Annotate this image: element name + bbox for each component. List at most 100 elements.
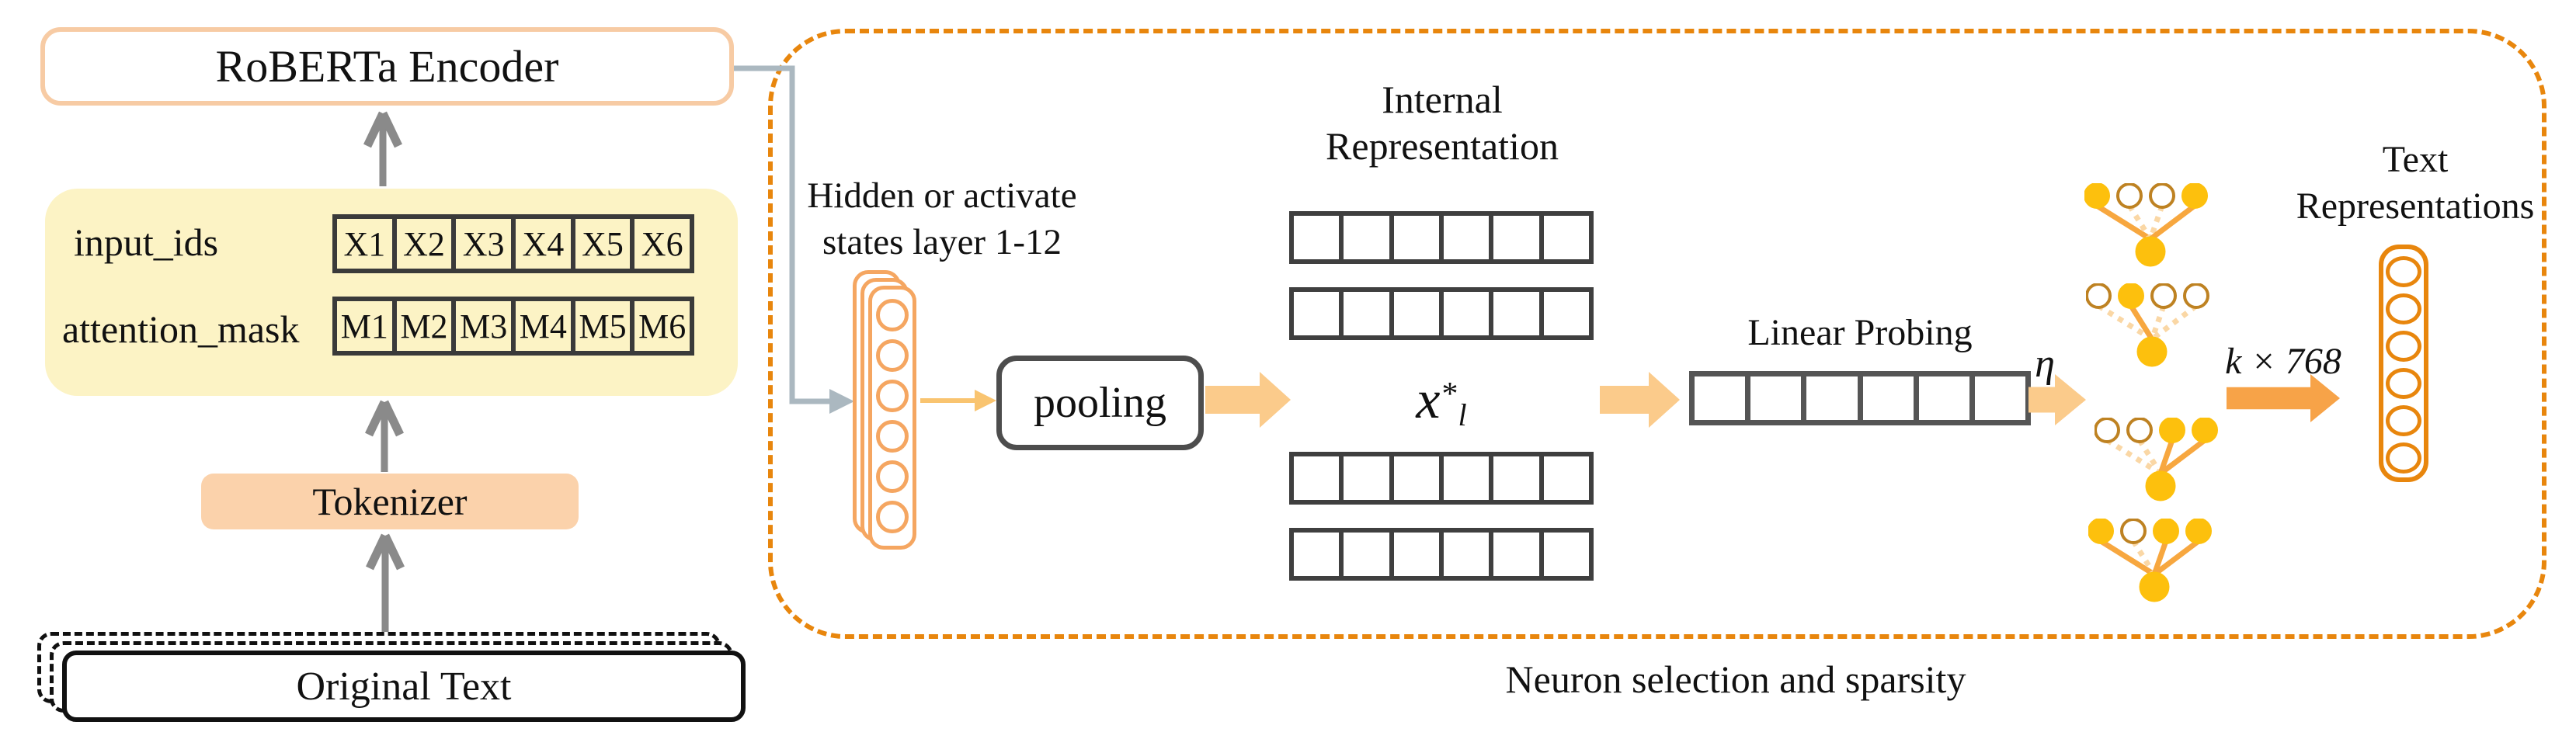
vector-cell [1538,452,1594,505]
hidden-states-label-line1: Hidden or activate [807,175,1077,216]
attention-mask-label: attention_mask [62,307,300,351]
vector-cell [1913,371,1975,425]
hidden-state-neuron [876,460,909,493]
vector-cell [1339,452,1394,505]
selected-neuron [2181,182,2208,209]
output-neuron [2135,236,2166,267]
unselected-neuron [2149,182,2175,209]
vector-cell [1289,211,1344,264]
vector-cell [1438,528,1494,581]
neuron-selection-panel [768,29,2546,639]
selected-vector-base: x [1416,370,1441,430]
tokenizer-label: Tokenizer [312,480,468,523]
unselected-neuron [2085,283,2112,309]
input-ids-label: input_ids [74,220,219,264]
selected-neuron [2159,417,2185,443]
k768-label: k × 768 [2225,340,2341,382]
elbow-connector [734,65,854,414]
neuron-motif [2094,417,2227,508]
vector-cell: M6 [630,297,695,356]
selected-neuron [2088,518,2114,544]
vector-cell [1339,528,1394,581]
neuron-motif-graphic [2085,283,2209,367]
linear-probing-label: Linear Probing [1747,311,1973,353]
internal-representation-row [1289,528,1594,581]
selected-neuron [2118,283,2144,309]
vector-cell: M5 [570,297,635,356]
text-representations-title: Text Representations [2287,137,2543,230]
internal-representation-row [1289,452,1594,505]
roberta-encoder-box: RoBERTa Encoder [40,27,734,106]
vector-cell [1339,211,1394,264]
selected-neuron [2084,182,2110,209]
vector-cell: M3 [451,297,516,356]
vector-cell [1389,287,1444,340]
text-representation-neuron [2386,405,2421,436]
selected-neuron [2153,518,2179,544]
output-neuron [2145,470,2176,501]
vector-cell [1489,211,1544,264]
vector-cell [1801,371,1863,425]
vector-cell [1389,211,1444,264]
vector-cell [1538,211,1594,264]
text-representation-neuron [2386,442,2421,474]
vector-cell [1289,287,1344,340]
vector-cell: X3 [451,214,516,273]
vector-cell: M2 [391,297,457,356]
text-representation-neuron [2386,331,2421,362]
unselected-neuron [2116,182,2143,209]
vector-cell: M1 [332,297,397,356]
selected-vector-sup: * [1441,376,1458,412]
vector-cell: X4 [511,214,575,273]
vector-cell [1489,528,1544,581]
unselected-neuron [2183,283,2209,309]
vector-cell [1438,452,1494,505]
neuron-motif-graphic [2084,182,2208,267]
vector-cell [1489,287,1544,340]
linear-probing-row [1689,371,2032,425]
hidden-stack-layer-front [868,286,916,550]
tokenizer-box: Tokenizer [201,474,579,529]
vector-cell [1389,528,1444,581]
neuron-motif [2085,283,2218,373]
roberta-encoder-label: RoBERTa Encoder [215,41,559,92]
output-neuron [2139,571,2170,602]
selected-vector-sub: l [1458,397,1467,432]
vector-cell: X6 [630,214,695,273]
hidden-state-neuron [876,380,909,412]
unselected-neuron [2094,417,2120,443]
neuron-motif [2084,182,2216,273]
hidden-state-neuron [876,339,909,372]
internal-representation-row [1289,287,1594,340]
vector-cell [1969,371,2032,425]
vector-cell [1489,452,1544,505]
unselected-neuron [2120,518,2147,544]
text-representations-title-line1: Text [2382,139,2449,180]
up-arrow-icon [365,400,404,472]
output-neuron [2136,336,2168,367]
vector-cell [1538,528,1594,581]
hidden-state-neuron [876,420,909,453]
text-representation-neuron [2386,368,2421,399]
vector-cell [1389,452,1444,505]
text-representation-neuron [2386,256,2421,287]
flow-arrow-icon [920,390,996,411]
vector-cell [1745,371,1807,425]
up-arrow-icon [363,111,402,186]
original-text-box: Original Text [62,651,746,722]
vector-cell [1339,287,1394,340]
neuron-motif [2088,518,2220,609]
neuron-motif-graphic [2094,417,2218,501]
text-representations-title-line2: Representations [2296,186,2535,227]
vector-cell [1438,287,1494,340]
vector-cell [1538,287,1594,340]
selected-neuron [2185,518,2212,544]
text-representation-neuron [2386,293,2421,324]
vector-cell: M4 [511,297,575,356]
pooling-box: pooling [996,356,1204,450]
vector-cell [1289,528,1344,581]
pooling-label: pooling [1033,379,1167,427]
vector-cell [1857,371,1919,425]
